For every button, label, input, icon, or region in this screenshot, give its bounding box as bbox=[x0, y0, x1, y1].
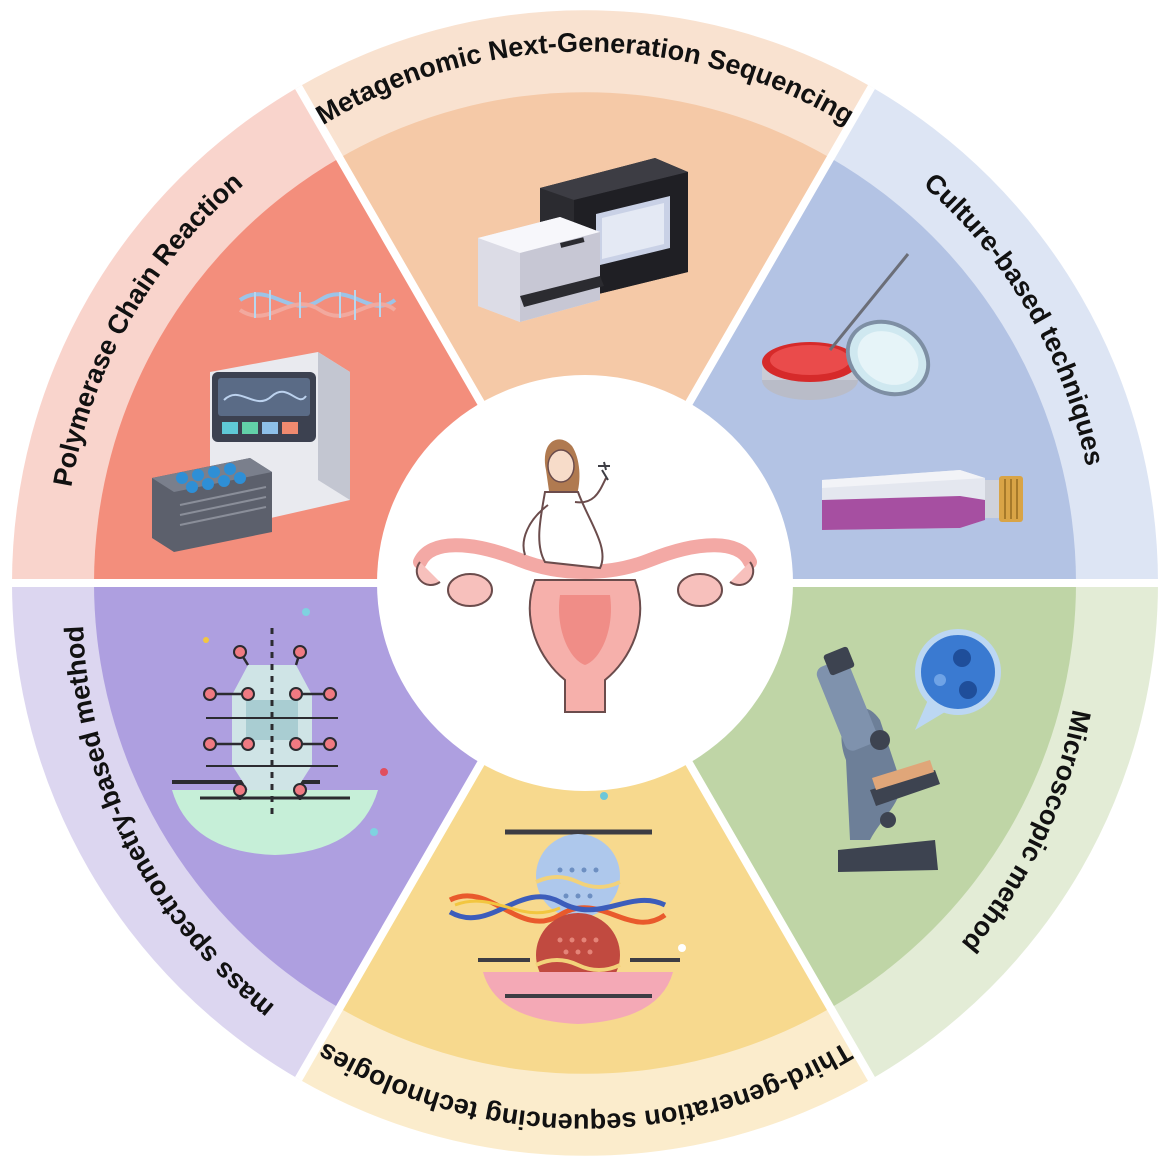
nanopore-dna-icon bbox=[448, 792, 686, 1024]
woman-on-uterus-icon bbox=[413, 439, 757, 713]
inner-sector-third-gen bbox=[339, 583, 831, 1074]
dna-helix-icon bbox=[238, 290, 397, 320]
pcr-thermocycler-icon bbox=[152, 290, 397, 552]
virus-icon bbox=[934, 649, 977, 699]
uterus-icon bbox=[413, 538, 757, 713]
sequencer-machine-icon bbox=[478, 158, 688, 322]
inner-sector-mngs bbox=[339, 92, 831, 584]
microscope-icon bbox=[816, 629, 1001, 872]
petri-dish-and-culture-flask-icon bbox=[762, 253, 1023, 530]
woman-figure-icon bbox=[522, 439, 610, 570]
mass-spec-molecule-icon bbox=[172, 608, 388, 855]
